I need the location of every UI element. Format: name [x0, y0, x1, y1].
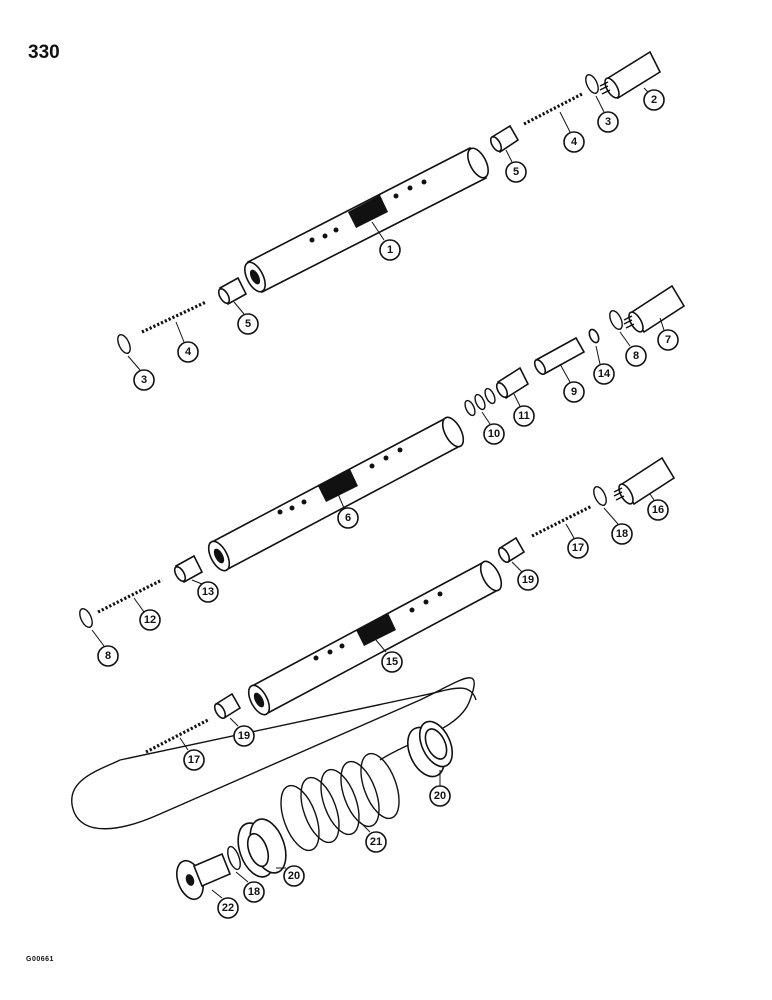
o-ring-18b-part — [227, 845, 241, 871]
callout-13-label: 13 — [202, 586, 214, 598]
callout-16: 16 — [647, 493, 669, 521]
bushing-20-part — [407, 720, 454, 778]
callout-15: 15 — [375, 639, 403, 673]
spool-15-part — [247, 560, 503, 716]
callout-7-label: 7 — [665, 334, 671, 346]
plug-2-part — [599, 50, 662, 100]
callout-17b: 17 — [179, 737, 205, 771]
o-ring-18-part — [593, 485, 607, 507]
callout-18b: 18 — [235, 871, 265, 903]
callout-4: 4 — [559, 111, 585, 153]
poppet-13-part — [173, 554, 204, 584]
callout-3: 3 — [595, 95, 619, 133]
rings-10-part — [464, 387, 496, 417]
callout-18b-label: 18 — [248, 886, 260, 898]
poppet-5-part — [489, 124, 520, 154]
o-ring-3-part — [585, 73, 599, 95]
callout-3b-label: 3 — [141, 374, 147, 386]
plug-7-part — [623, 284, 686, 334]
piston-9-part — [533, 336, 586, 376]
spring-17b-part — [145, 718, 209, 754]
callout-2: 2 — [643, 87, 665, 111]
kit-outline-upper — [119, 687, 477, 761]
callout-20-label: 20 — [434, 790, 446, 802]
spool-6-part — [207, 416, 465, 572]
callout-20: 20 — [429, 770, 451, 807]
callout-16-label: 16 — [652, 504, 664, 516]
callout-22: 22 — [211, 889, 239, 919]
callout-13: 13 — [191, 579, 219, 603]
sleeve-11-part — [495, 366, 530, 400]
callout-22-label: 22 — [222, 902, 234, 914]
callout-14: 14 — [593, 345, 615, 385]
callout-1-label: 1 — [387, 244, 393, 256]
figure-code: G00661 — [26, 956, 54, 963]
callout-5: 5 — [505, 149, 527, 183]
callout-14-label: 14 — [598, 368, 611, 380]
plug-16-part — [613, 456, 676, 506]
callout-12-label: 12 — [144, 614, 156, 626]
page-number: 330 — [28, 42, 60, 63]
spring-12-part — [97, 578, 163, 614]
callout-10: 10 — [481, 411, 505, 445]
callout-3b: 3 — [127, 355, 155, 391]
callout-7: 7 — [657, 317, 679, 351]
poppet-19-part — [497, 536, 526, 564]
callout-18: 18 — [603, 507, 633, 545]
o-ring-3b-part — [117, 333, 131, 355]
o-ring-8b-part — [79, 607, 93, 629]
callout-8-label: 8 — [633, 350, 639, 362]
spring-4b-part — [141, 300, 207, 334]
callout-4b-label: 4 — [185, 346, 192, 358]
callout-8: 8 — [619, 331, 647, 367]
bushing-20b-part — [237, 818, 287, 878]
callout-21: 21 — [359, 821, 387, 853]
callout-8b-label: 8 — [105, 650, 111, 662]
spring-21-part — [280, 752, 400, 852]
spring-17-part — [531, 504, 593, 538]
callout-17b-label: 17 — [188, 754, 200, 766]
callout-19-label: 19 — [522, 574, 534, 586]
washer-14-part — [588, 328, 600, 344]
o-ring-8-part — [609, 309, 623, 331]
callout-4b: 4 — [175, 321, 199, 363]
poppet-19b-part — [213, 692, 242, 720]
callout-5-label: 5 — [513, 166, 519, 178]
callout-11-label: 11 — [518, 410, 530, 422]
callout-2-label: 2 — [651, 94, 657, 106]
callout-18-label: 18 — [616, 528, 628, 540]
spring-4-part — [523, 92, 583, 126]
callout-1: 1 — [371, 221, 401, 261]
callout-3-label: 3 — [605, 116, 611, 128]
callout-20b-label: 20 — [288, 870, 300, 882]
callout-21-label: 21 — [370, 836, 382, 848]
plug-22-part — [176, 852, 232, 901]
callout-19b: 19 — [229, 717, 255, 747]
callout-9: 9 — [559, 363, 585, 403]
kit-outline — [71, 677, 475, 830]
callout-19: 19 — [511, 561, 539, 591]
callout-17: 17 — [565, 523, 589, 559]
spool-1-part — [244, 146, 489, 294]
callout-9-label: 9 — [571, 386, 577, 398]
callout-15-label: 15 — [386, 656, 398, 668]
poppet-5b-part — [217, 276, 248, 306]
callout-12: 12 — [133, 597, 161, 631]
callout-4-label: 4 — [571, 136, 578, 148]
callout-5b: 5 — [233, 301, 259, 335]
callout-6: 6 — [337, 493, 359, 529]
callout-8b: 8 — [91, 629, 119, 667]
callout-20b: 20 — [276, 865, 305, 887]
callout-11: 11 — [513, 393, 535, 427]
callout-6-label: 6 — [345, 512, 351, 524]
callout-19b-label: 19 — [238, 730, 250, 742]
callout-10-label: 10 — [488, 428, 500, 440]
callout-5b-label: 5 — [245, 318, 251, 330]
callout-17-label: 17 — [572, 542, 584, 554]
